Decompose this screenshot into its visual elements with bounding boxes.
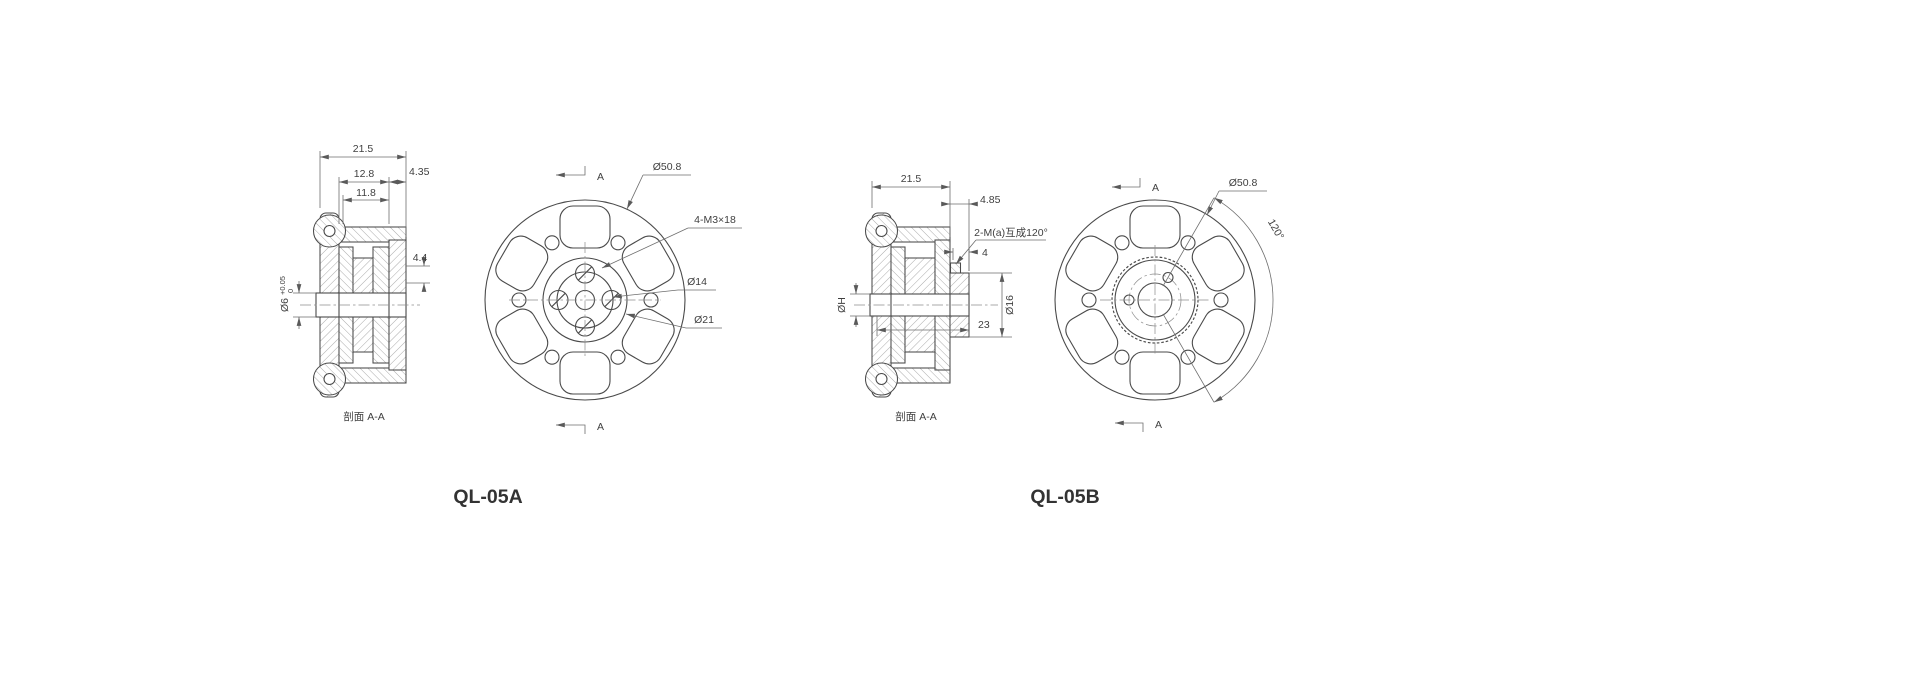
dim-text: Ø14 xyxy=(687,276,707,288)
dim-text: Ø6 xyxy=(279,298,291,312)
dim-text: 120° xyxy=(1265,217,1286,242)
section-label-a: 剖面 A-A xyxy=(343,410,384,423)
dim-inner-width-a: 11.8 xyxy=(342,187,389,224)
mount-holes xyxy=(509,235,661,365)
part-b-front-view: 120° Ø50.8 A A xyxy=(1054,177,1286,432)
section-mark-bottom-b: A xyxy=(1115,419,1162,432)
dim-tolerance-lower: 0 xyxy=(286,289,295,293)
section-mark-text: A xyxy=(1155,419,1162,431)
outer-circle xyxy=(1054,199,1256,401)
dim-text: Ø50.8 xyxy=(653,161,682,173)
roller-ball-bottom xyxy=(323,372,336,386)
roller-ball-top xyxy=(875,224,888,238)
section-label-b: 剖面 A-A xyxy=(895,410,936,423)
section-mark-top-a: A xyxy=(556,166,604,183)
roller-ball-bottom xyxy=(875,372,888,386)
section-mark-text: A xyxy=(597,171,604,183)
dim-text: 12.8 xyxy=(354,168,375,180)
dim-text: 11.8 xyxy=(356,187,376,199)
dim-bore-b: ØH xyxy=(836,283,870,327)
part-a-front-view: Ø50.8 4-M3×18 Ø14 Ø21 A A xyxy=(484,161,742,434)
dim-text: 2-M(a)互成120° xyxy=(974,227,1048,239)
center-bore xyxy=(1137,282,1173,318)
section-mark-text: A xyxy=(1152,182,1159,194)
dim-text: Ø50.8 xyxy=(1229,177,1258,189)
dim-text: 4 xyxy=(982,247,988,259)
dim-total-width-b: 21.5 xyxy=(871,173,951,237)
dim-text: 4-M3×18 xyxy=(694,214,736,226)
dim-text: 4.85 xyxy=(980,194,1001,206)
dim-text: 21.5 xyxy=(901,173,922,185)
dim-text: ØH xyxy=(836,297,848,313)
outer-circle xyxy=(484,199,686,401)
dim-text: 21.5 xyxy=(353,143,374,155)
dim-tolerance-upper: +0.05 xyxy=(278,276,287,295)
dim-bore-a: Ø6 +0.05 0 xyxy=(278,276,316,329)
hub-circle xyxy=(556,271,614,329)
dim-text: 23 xyxy=(978,319,990,331)
dim-total-width-a: 21.5 xyxy=(319,143,407,237)
dim-text: 4.4 xyxy=(413,252,428,264)
dim-text: 4.35 xyxy=(409,166,430,178)
leader-hub-dia-a: Ø14 xyxy=(612,276,716,299)
section-mark-top-b: A xyxy=(1112,178,1159,194)
leader-outer-dia-a: Ø50.8 xyxy=(626,161,691,210)
section-mark-bottom-a: A xyxy=(556,421,604,434)
part-b-section-view: 21.5 4.85 2-M(a)互成120° 4 xyxy=(836,173,1048,423)
dim-hub-length-b: 23 xyxy=(876,316,990,336)
part-b-title: QL-05B xyxy=(1030,486,1099,508)
setscrew-hole xyxy=(1162,271,1174,284)
dim-step-a: 4.4 xyxy=(406,252,430,292)
dim-mid-width-a: 12.8 4.35 xyxy=(338,166,430,224)
leader-pitch-dia-a: Ø21 xyxy=(625,313,722,329)
leader-setscrews-b: 2-M(a)互成120° xyxy=(955,227,1048,265)
dim-text: Ø21 xyxy=(694,314,714,326)
leader-screws-a: 4-M3×18 xyxy=(601,214,742,269)
dim-hub-dia-b: Ø16 xyxy=(969,272,1016,338)
setscrew-section xyxy=(949,262,962,274)
roller-ball-top xyxy=(323,224,336,238)
dim-text: Ø16 xyxy=(1004,295,1016,315)
leader-outer-dia-b: Ø50.8 xyxy=(1206,177,1267,216)
part-a-section-view: 21.5 12.8 4.35 11.8 4.4 xyxy=(278,143,430,423)
dim-step-b: 4 xyxy=(944,247,988,271)
part-a-title: QL-05A xyxy=(453,486,522,508)
section-mark-text: A xyxy=(597,421,604,433)
